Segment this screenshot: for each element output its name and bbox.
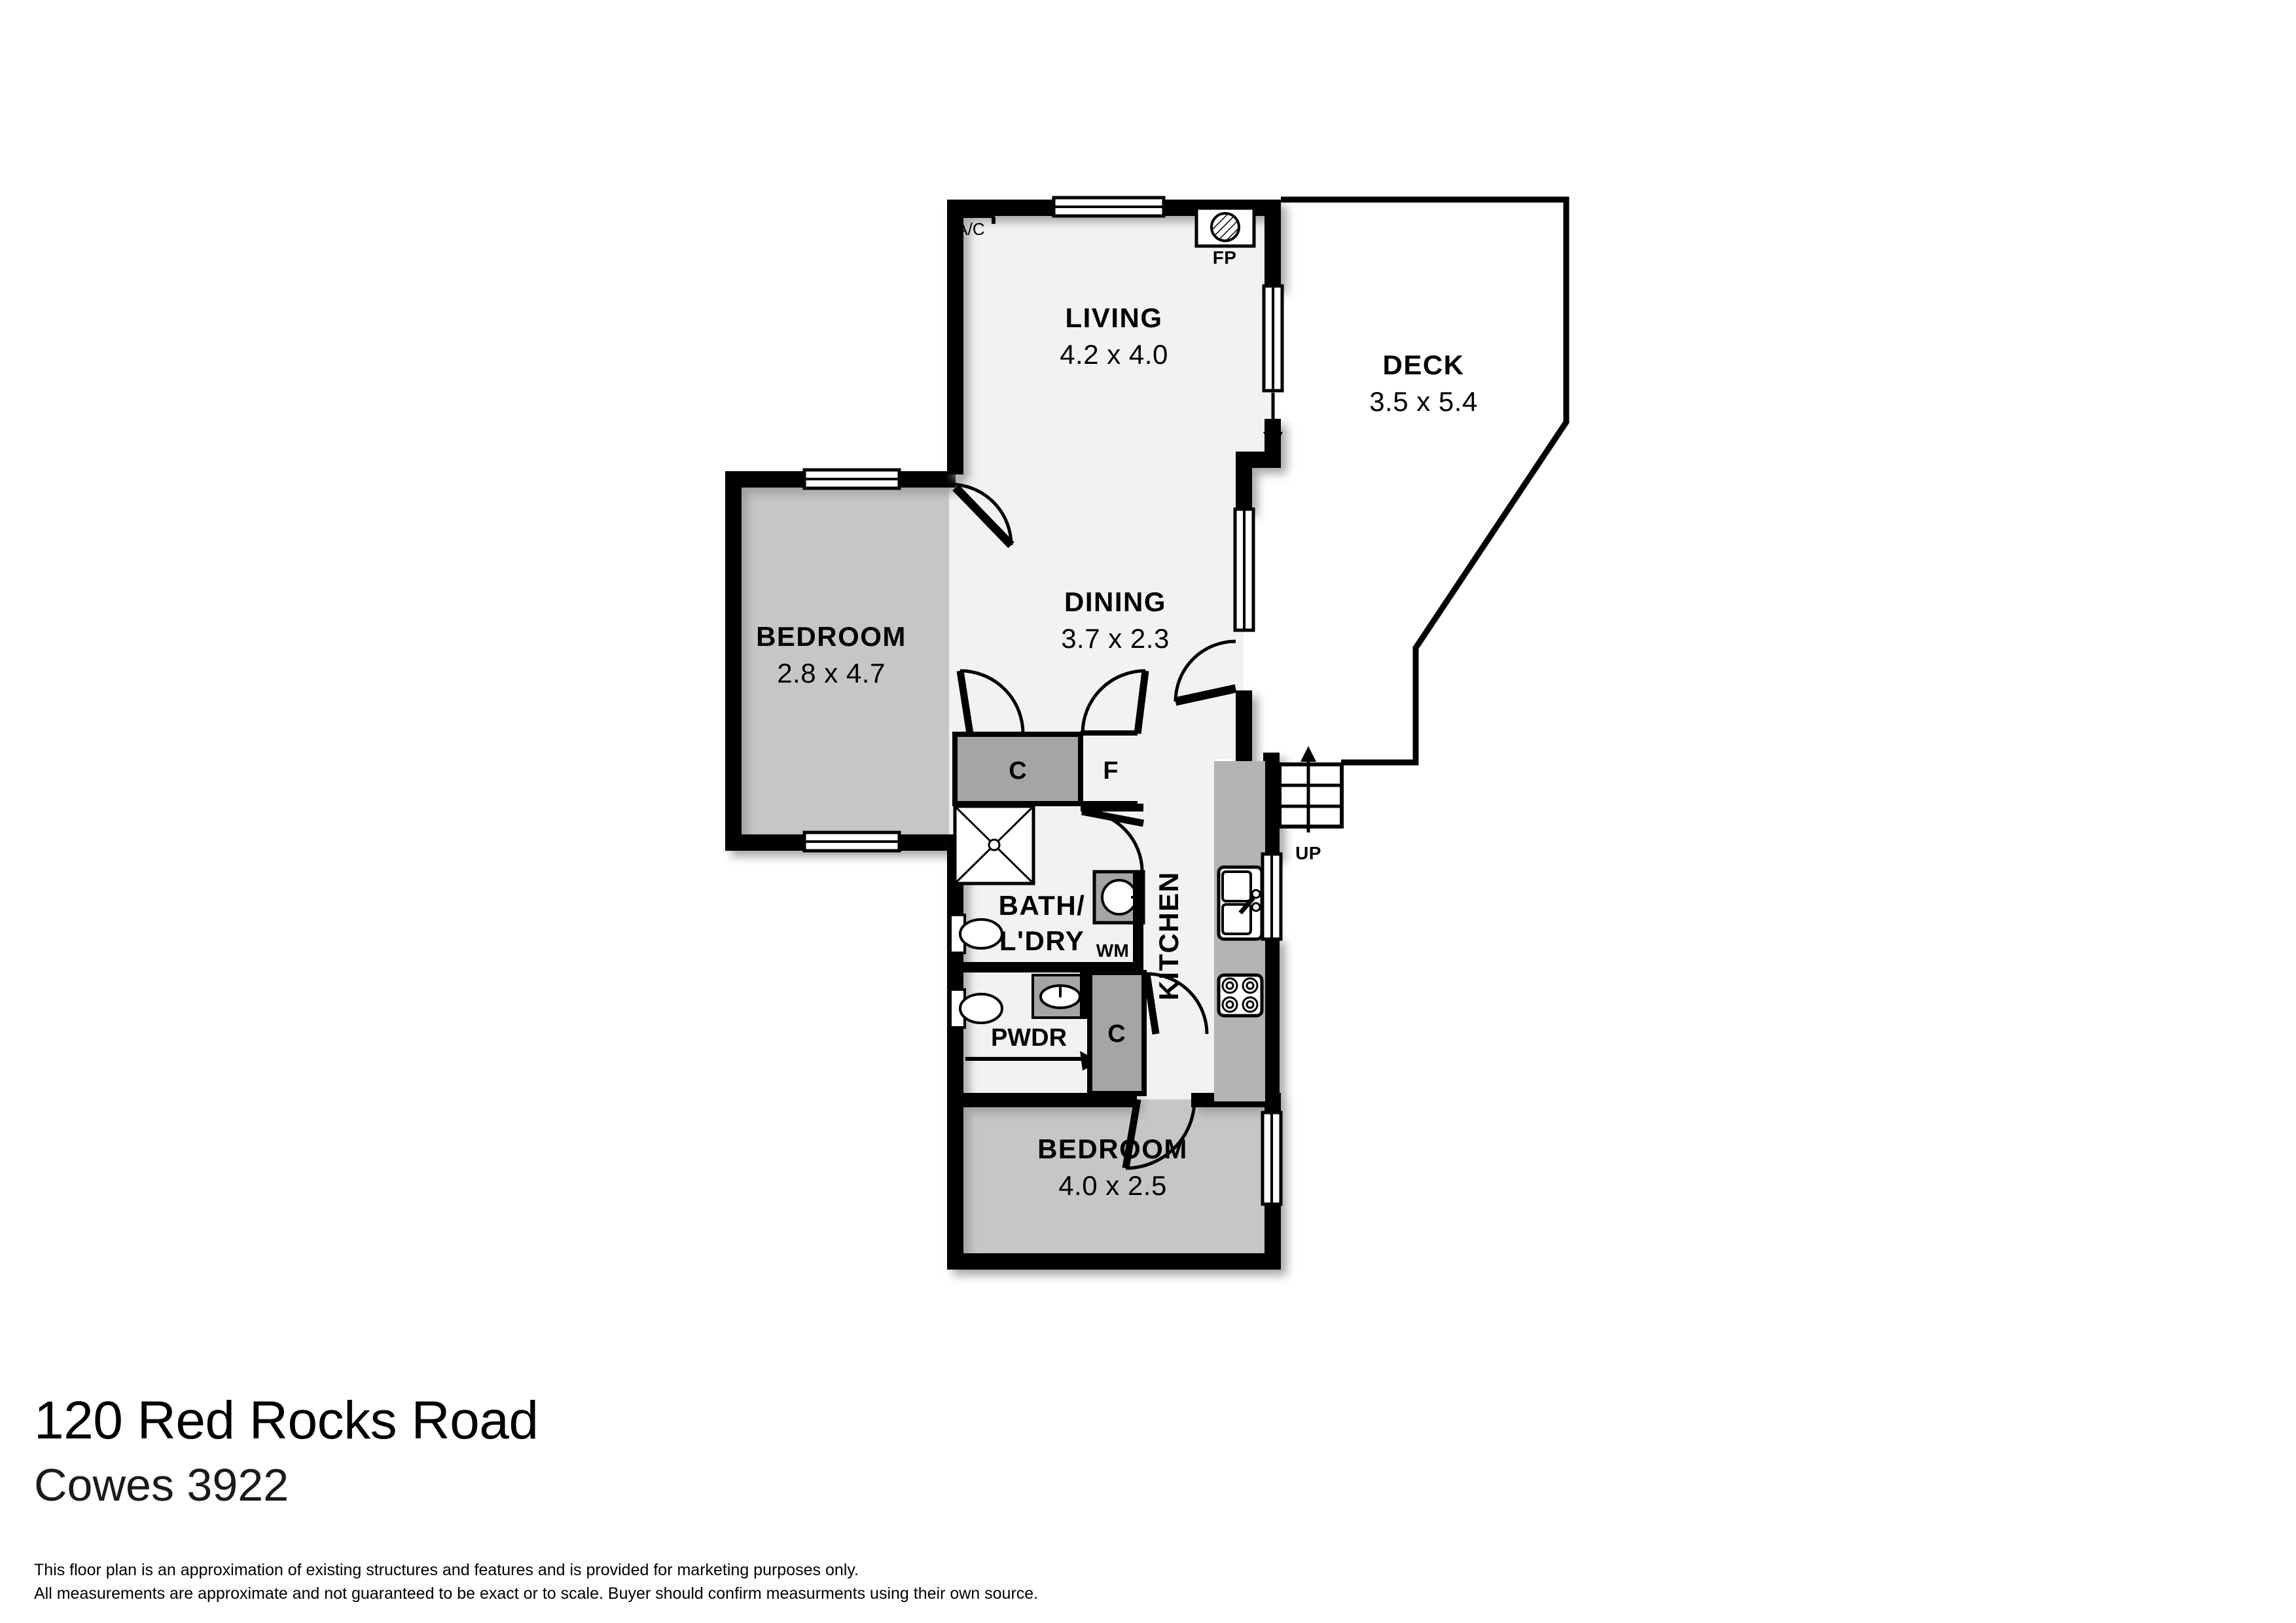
cooktop-icon — [1217, 973, 1264, 1018]
caption-block: 120 Red Rocks Road Cowes 3922 — [34, 1394, 1474, 1508]
fireplace-icon — [1194, 206, 1256, 248]
floor-bedroom-second — [952, 1099, 1278, 1263]
living-room-dimensions: 4.2 x 4.0 — [1060, 339, 1168, 370]
wall-living-east — [1265, 200, 1281, 288]
toilet-bath-icon — [949, 914, 1003, 954]
sliding-door-arrow-living — [1263, 393, 1283, 452]
stairs-up-label: UP — [1295, 843, 1321, 863]
closet-lower — [1087, 970, 1147, 1096]
ac-label: A/C — [956, 219, 984, 239]
disclaimer-line-1: This floor plan is an approximation of e… — [34, 1561, 859, 1579]
deck-label: DECK — [1382, 349, 1464, 380]
door-bedroom-main — [950, 482, 1014, 548]
closet-lower-label: C — [1107, 1020, 1125, 1048]
powder-room-label: PWDR — [991, 1024, 1067, 1052]
door-corridor-upper — [956, 669, 1025, 734]
door-bath — [1081, 808, 1145, 872]
washing-machine-label: WM — [1096, 940, 1130, 961]
disclaimer-block: This floor plan is an approximation of e… — [34, 1559, 1605, 1605]
dining-room-label: DINING — [1064, 586, 1166, 617]
window-dining-east — [1233, 507, 1255, 632]
disclaimer-line-2: All measurements are approximate and not… — [34, 1584, 1039, 1603]
powder-room-fixtures — [949, 972, 1090, 1029]
door-bedroom-second — [1122, 1099, 1196, 1170]
kitchen-label: KITCHEN — [1153, 871, 1184, 1000]
air-conditioner-icon — [956, 214, 996, 224]
fireplace-label: FP — [1213, 247, 1237, 268]
window-living-north — [1052, 196, 1166, 218]
bath-laundry-fixtures — [947, 804, 1145, 972]
wall-bedroom2-south — [947, 1253, 1281, 1270]
door-lower-closet — [1143, 972, 1209, 1035]
toilet-powder-icon — [949, 988, 1003, 1029]
dining-room-dimensions: 3.7 x 2.3 — [1061, 623, 1170, 654]
window-bedroom2-east — [1261, 1111, 1283, 1206]
closet-upper-label: C — [1009, 757, 1026, 785]
stairs-up-icon — [1278, 746, 1344, 832]
window-kitchen-east — [1261, 852, 1283, 941]
deck-dimensions: 3.5 x 5.4 — [1369, 386, 1478, 417]
door-dining-lower — [1081, 669, 1149, 734]
wall-bedroom2-west — [947, 1093, 963, 1270]
basin-powder-icon — [1031, 974, 1090, 1019]
bedroom-second-dimensions: 4.0 x 2.5 — [1058, 1170, 1167, 1201]
bath-laundry-label-line2: L'DRY — [999, 925, 1085, 956]
window-bedroom-main-north — [802, 468, 901, 490]
wall-east-mid — [1236, 452, 1252, 510]
wall-bath-north-right — [1081, 804, 1143, 812]
door-dining-to-deck — [1174, 639, 1237, 706]
bedroom-second-label: BEDROOM — [1037, 1133, 1188, 1164]
wall-bath-east — [1133, 872, 1143, 972]
deck-outline — [1281, 196, 1570, 766]
living-room-label: LIVING — [1065, 302, 1162, 333]
fridge-label: F — [1103, 757, 1118, 785]
wall-kitchen-east-lower — [1263, 936, 1280, 1103]
window-bedroom-main-south — [802, 830, 901, 853]
bath-laundry-label-line1: BATH/ — [999, 890, 1086, 921]
bedroom-main-dimensions: 2.8 x 4.7 — [777, 658, 886, 688]
suburb-postcode: Cowes 3922 — [34, 1459, 289, 1510]
wall-powder-east — [1080, 972, 1089, 1018]
wall-living-west-upper — [947, 200, 963, 474]
wall-east-kitchen — [1236, 690, 1252, 762]
street-address: 120 Red Rocks Road — [34, 1391, 539, 1450]
kitchen-bench — [1214, 761, 1265, 1101]
kitchen-sink-icon — [1217, 865, 1264, 941]
window-living-east — [1262, 284, 1284, 393]
wall-kitchen-east — [1263, 753, 1280, 857]
fridge-nook — [1081, 730, 1138, 806]
bedroom-main-label: BEDROOM — [756, 621, 906, 652]
floor-bedroom-main — [732, 478, 949, 844]
wall-bedroom2-north — [947, 1093, 1137, 1107]
closet-upper — [952, 732, 1083, 806]
main-structure-walls — [947, 200, 1281, 1270]
